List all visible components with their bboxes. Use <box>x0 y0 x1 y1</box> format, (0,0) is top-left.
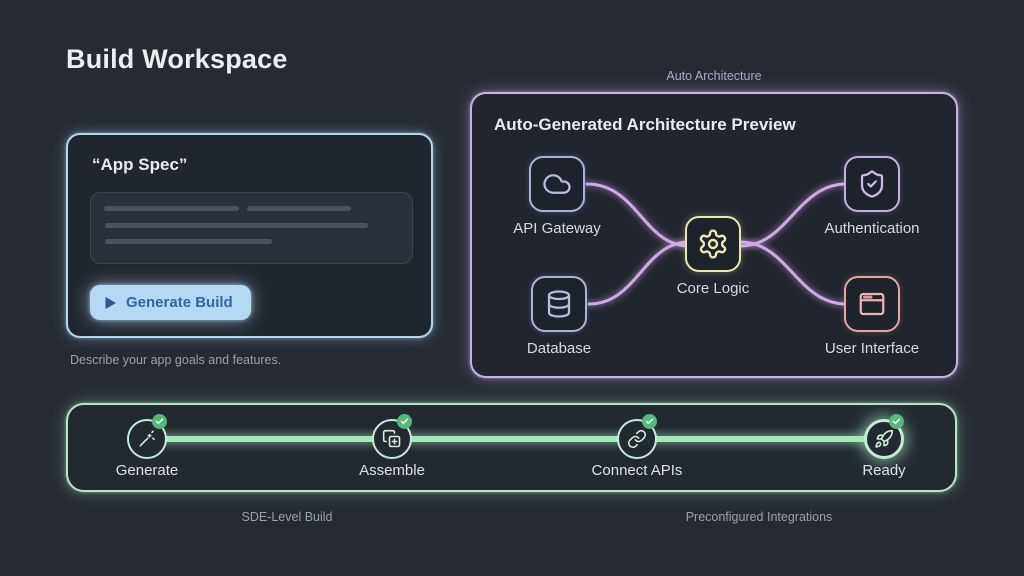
copy-plus-icon <box>382 429 401 448</box>
node-api-gateway <box>529 156 585 212</box>
check-icon <box>155 418 164 425</box>
node-label: API Gateway <box>513 220 601 237</box>
node-authentication <box>844 156 900 212</box>
rocket-icon <box>875 429 894 448</box>
architecture-overline: Auto Architecture <box>666 69 762 83</box>
check-icon <box>645 418 654 425</box>
cloud-icon <box>543 174 571 194</box>
architecture-title: Auto-Generated Architecture Preview <box>494 115 796 134</box>
node-core-logic <box>685 216 741 272</box>
placeholder-line <box>105 223 368 228</box>
gear-icon <box>699 229 727 259</box>
generate-build-label: Generate Build <box>126 294 233 311</box>
step-label: Generate <box>115 462 179 479</box>
app-spec-card: “App Spec” Generate Build <box>66 133 433 338</box>
step-label: Connect APIs <box>591 462 683 479</box>
node-label: Core Logic <box>676 280 750 297</box>
database-icon <box>547 290 571 318</box>
page-title: Build Workspace <box>66 44 288 74</box>
app-spec-input[interactable] <box>90 192 413 264</box>
pipeline-progress-line <box>147 436 884 442</box>
check-badge <box>397 414 412 429</box>
wand-icon <box>139 430 155 447</box>
node-label: Authentication <box>824 220 920 237</box>
shield-check-icon <box>860 170 884 198</box>
node-database <box>531 276 587 332</box>
check-icon <box>400 418 409 425</box>
node-label: User Interface <box>824 340 920 357</box>
footnote-preconfigured-integrations: Preconfigured Integrations <box>685 510 833 524</box>
generate-build-button[interactable]: Generate Build <box>90 285 251 320</box>
footnote-sde-level-build: SDE-Level Build <box>241 510 333 524</box>
step-label: Assemble <box>359 462 425 479</box>
placeholder-line <box>105 239 272 244</box>
step-label: Ready <box>862 462 906 479</box>
check-badge <box>152 414 167 429</box>
app-spec-caption: Describe your app goals and features. <box>70 353 282 367</box>
placeholder-line <box>247 206 351 211</box>
browser-icon <box>859 292 885 316</box>
pipeline-card: Generate Assemble Connect APIs <box>66 403 957 492</box>
check-icon <box>892 418 901 425</box>
play-icon <box>105 296 116 309</box>
node-label: Database <box>526 340 592 357</box>
architecture-card: Auto-Generated Architecture Preview API … <box>470 92 958 378</box>
node-user-interface <box>844 276 900 332</box>
app-spec-title: “App Spec” <box>92 155 188 174</box>
check-badge <box>642 414 657 429</box>
link-icon <box>627 429 647 449</box>
placeholder-line <box>104 206 239 211</box>
check-badge <box>889 414 904 429</box>
